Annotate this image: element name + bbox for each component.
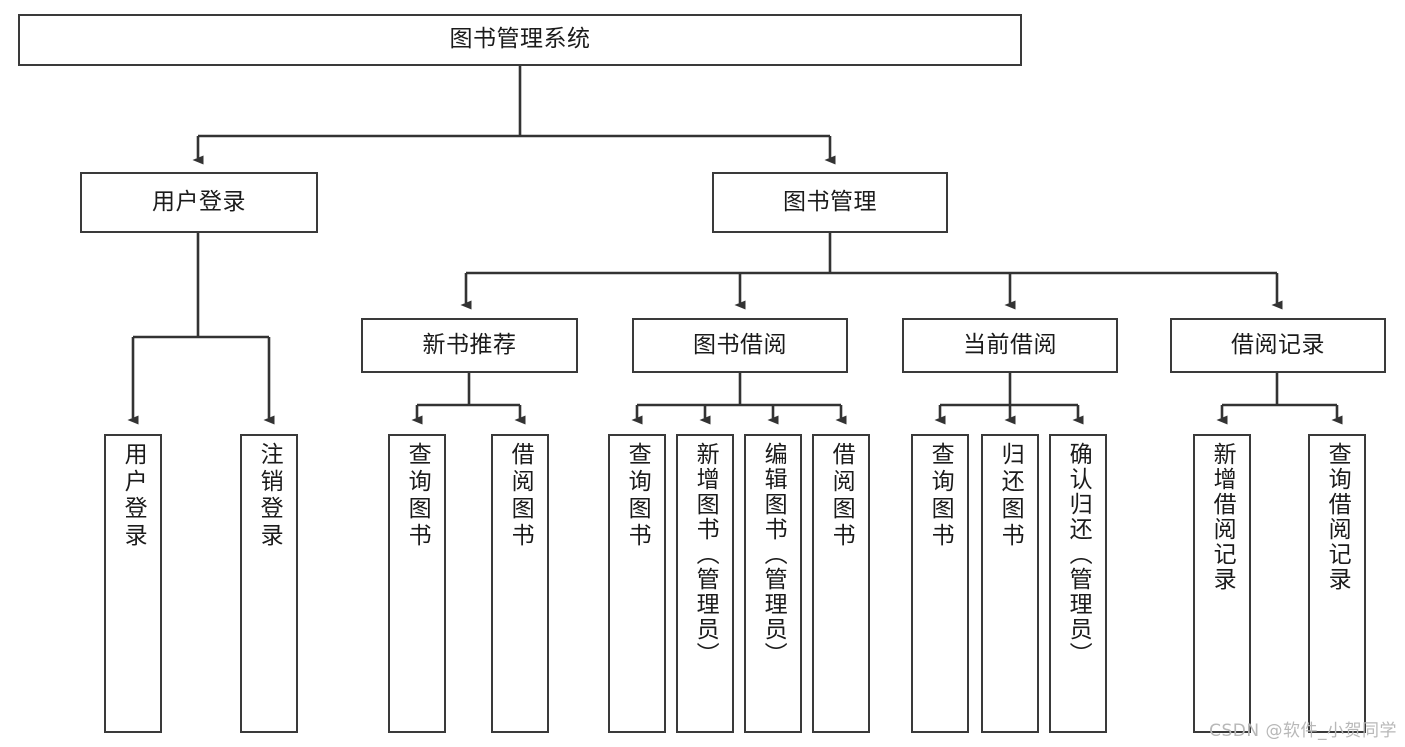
leaf-query-borrow-record[interactable]: 查询借阅记录 xyxy=(1308,434,1366,733)
csdn-watermark: CSDN @软件_小贺同学 xyxy=(1209,721,1397,741)
node-label: 查询图书 xyxy=(404,442,431,550)
node-label: 借阅图书 xyxy=(507,442,534,550)
node-label: 用户登录 xyxy=(120,442,147,550)
leaf-confirm-return-admin[interactable]: 确认归还（管理员） xyxy=(1049,434,1107,733)
node-book-management[interactable]: 图书管理 xyxy=(712,172,948,233)
leaf-query-book-recommend[interactable]: 查询图书 xyxy=(388,434,446,733)
node-label: 注销登录 xyxy=(256,442,283,550)
node-label: 确认归还（管理员） xyxy=(1065,442,1092,667)
node-label: 用户登录 xyxy=(152,188,246,215)
node-label: 图书借阅 xyxy=(693,331,787,358)
node-user-login[interactable]: 用户登录 xyxy=(80,172,318,233)
leaf-logout-login[interactable]: 注销登录 xyxy=(240,434,298,733)
node-label: 新书推荐 xyxy=(422,331,517,358)
node-borrow-record[interactable]: 借阅记录 xyxy=(1170,318,1386,373)
node-root-book-management-system[interactable]: 图书管理系统 xyxy=(18,14,1022,66)
leaf-borrow-book-borrow[interactable]: 借阅图书 xyxy=(812,434,870,733)
node-label: 新增借阅记录 xyxy=(1209,442,1236,592)
node-label: 查询图书 xyxy=(927,442,954,550)
leaf-add-borrow-record[interactable]: 新增借阅记录 xyxy=(1193,434,1251,733)
node-label: 查询借阅记录 xyxy=(1324,442,1351,592)
node-book-borrow[interactable]: 图书借阅 xyxy=(632,318,848,373)
leaf-query-book-borrow[interactable]: 查询图书 xyxy=(608,434,666,733)
node-label: 查询图书 xyxy=(624,442,651,550)
node-label: 归还图书 xyxy=(997,442,1024,550)
node-label: 编辑图书（管理员） xyxy=(760,442,787,667)
leaf-query-book-current[interactable]: 查询图书 xyxy=(911,434,969,733)
node-current-borrow[interactable]: 当前借阅 xyxy=(902,318,1118,373)
node-label: 图书管理 xyxy=(783,188,877,215)
leaf-return-book[interactable]: 归还图书 xyxy=(981,434,1039,733)
leaf-borrow-book-recommend[interactable]: 借阅图书 xyxy=(491,434,549,733)
leaf-add-book-admin[interactable]: 新增图书（管理员） xyxy=(676,434,734,733)
node-label: 新增图书（管理员） xyxy=(692,442,719,667)
node-label: 借阅记录 xyxy=(1231,331,1325,358)
node-new-book-recommend[interactable]: 新书推荐 xyxy=(361,318,578,373)
node-label: 当前借阅 xyxy=(963,331,1057,358)
leaf-edit-book-admin[interactable]: 编辑图书（管理员） xyxy=(744,434,802,733)
node-label: 借阅图书 xyxy=(828,442,855,550)
node-label: 图书管理系统 xyxy=(449,26,591,53)
leaf-user-login[interactable]: 用户登录 xyxy=(104,434,162,733)
